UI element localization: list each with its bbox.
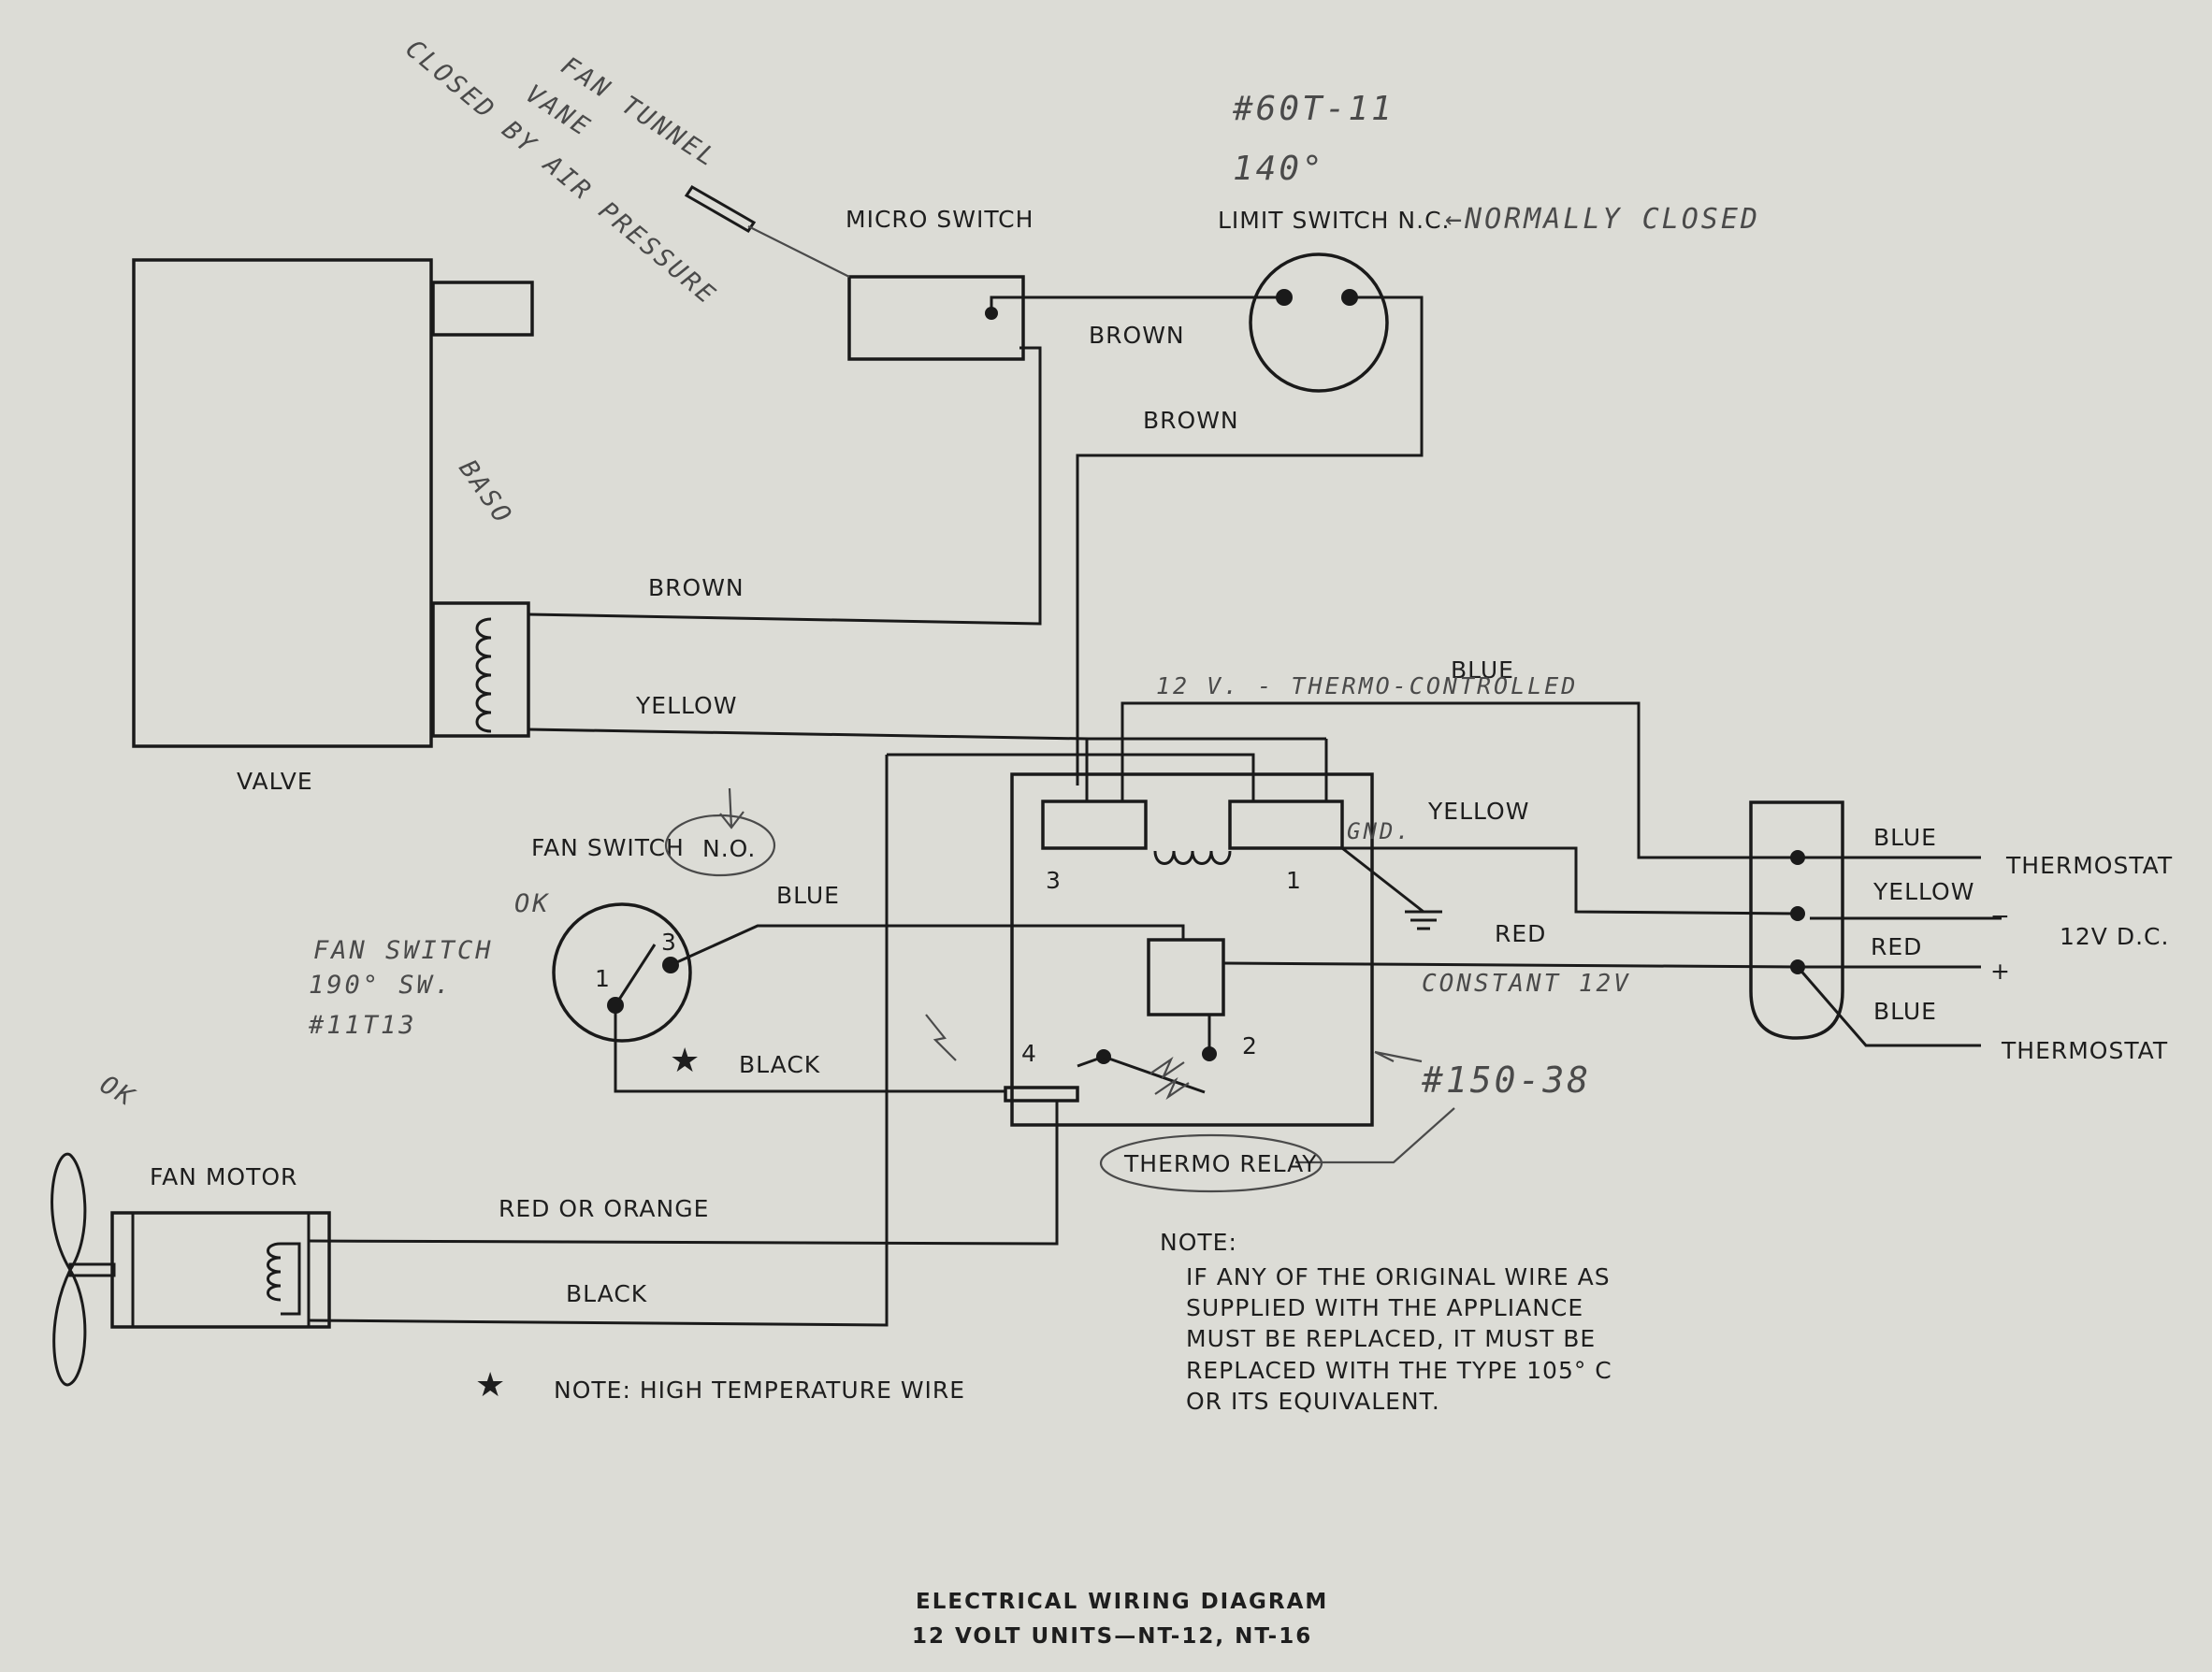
terminal-strip <box>1749 800 1844 1040</box>
note-line-1: IF ANY OF THE ORIGINAL WIRE AS <box>1186 1263 1611 1290</box>
thermo-relay-label: THERMO RELAY <box>1123 1150 1318 1177</box>
supply-label: 12V D.C. <box>2060 923 2169 950</box>
note-line-2: SUPPLIED WITH THE APPLIANCE <box>1186 1294 1583 1321</box>
relay-heater-block <box>1147 938 1225 1016</box>
diagram-title-line-2: 12 VOLT UNITS—NT-12, NT-16 <box>912 1624 1312 1649</box>
relay-terminal-3-label: 3 <box>1046 867 1062 894</box>
handnote-part-relay: #150-38 <box>1421 1059 1591 1101</box>
limit-switch-label: LIMIT SWITCH N.C. <box>1218 207 1450 234</box>
supply-minus: − <box>1990 902 2011 930</box>
diagram-title-line-1: ELECTRICAL WIRING DIAGRAM <box>916 1590 1328 1614</box>
fan-motor-label: FAN MOTOR <box>150 1163 297 1190</box>
wire-label-brown-3: BROWN <box>648 574 745 601</box>
limit-switch-body <box>1249 252 1389 393</box>
wire-label-black-motor: BLACK <box>566 1280 647 1307</box>
high-temp-note: NOTE: HIGH TEMPERATURE WIRE <box>554 1377 965 1404</box>
thermo-relay-frame <box>1010 772 1374 1127</box>
wire-label-blue-relay: BLUE <box>1451 656 1514 684</box>
relay-terminal-1-label: 1 <box>1286 867 1302 894</box>
wire-label-brown-1: BROWN <box>1089 322 1185 349</box>
handnote-temp-limit: 140° <box>1233 150 1325 188</box>
handnote-fan-switch-2: 190° SW. <box>309 971 453 1000</box>
handnote-ok-2: OK <box>95 1070 141 1113</box>
valve-coil-housing <box>431 601 530 738</box>
note-line-5: OR ITS EQUIVALENT. <box>1186 1388 1440 1415</box>
fan-switch-label: FAN SWITCH <box>531 834 685 861</box>
micro-switch-box <box>847 275 1025 361</box>
handnote-baso: BASO <box>453 454 518 530</box>
wire-label-yellow-valve: YELLOW <box>635 692 737 719</box>
valve-label: VALVE <box>237 768 313 795</box>
wire-label-red-or-orange: RED OR ORANGE <box>499 1195 709 1222</box>
vane-blade <box>684 184 757 234</box>
thermostat-bottom-label: THERMOSTAT <box>2001 1037 2168 1064</box>
coil-icon <box>475 617 492 733</box>
thermostat-top-label: THERMOSTAT <box>2005 852 2173 879</box>
fan-switch-body <box>552 902 692 1043</box>
handnote-fan-switch-1: FAN SWITCH <box>313 936 494 965</box>
valve-body <box>132 258 433 748</box>
handnote-ok-1: OK <box>514 889 551 918</box>
handnote-part-limit: #60T-11 <box>1232 90 1395 128</box>
relay-coil <box>1153 850 1232 865</box>
wire-label-black-fan: BLACK <box>739 1051 820 1078</box>
handnote-gnd: GND. <box>1347 818 1412 844</box>
term-label-red: RED <box>1871 933 1922 960</box>
term-label-blue-1: BLUE <box>1873 824 1937 851</box>
fan-blade-icon <box>51 1152 87 1387</box>
note-line-3: MUST BE REPLACED, IT MUST BE <box>1186 1325 1596 1352</box>
relay-terminal-4 <box>1004 1086 1079 1103</box>
wire-label-blue-fan: BLUE <box>776 882 840 909</box>
handnote-thermo-controlled: 12 V. - THERMO-CONTROLLED <box>1156 672 1578 699</box>
note-line-4: REPLACED WITH THE TYPE 105° C <box>1186 1357 1612 1384</box>
supply-plus: + <box>1990 958 2011 985</box>
star-icon: ★ <box>475 1366 505 1405</box>
term-label-yellow: YELLOW <box>1872 878 1974 905</box>
handnote-normally-closed: ←NORMALLY CLOSED <box>1445 203 1760 236</box>
relay-contact-1 <box>1228 800 1344 850</box>
handnote-constant: CONSTANT 12V <box>1422 970 1631 998</box>
coil-icon <box>267 1242 282 1302</box>
micro-switch-label: MICRO SWITCH <box>846 206 1034 233</box>
relay-terminal-4-label: 4 <box>1021 1040 1037 1067</box>
fan-switch-no-label: N.O. <box>702 835 756 862</box>
relay-terminal-2-label: 2 <box>1242 1032 1258 1059</box>
fan-switch-terminal-3: 3 <box>661 929 677 956</box>
wire-label-red: RED <box>1495 920 1546 947</box>
handnote-fan-switch-3: #11T13 <box>308 1011 417 1040</box>
ground-icon <box>1341 846 1442 930</box>
fan-motor-body <box>110 1211 331 1329</box>
wire-network <box>308 295 2002 1327</box>
valve-stub <box>431 281 534 337</box>
star-icon: ★ <box>670 1042 700 1080</box>
wire-label-yellow-relay: YELLOW <box>1427 798 1529 825</box>
fan-switch-terminal-1: 1 <box>595 965 611 992</box>
note-heading: NOTE: <box>1160 1229 1237 1256</box>
wire-label-brown-2: BROWN <box>1143 407 1239 434</box>
term-label-blue-2: BLUE <box>1873 998 1937 1025</box>
relay-contact-3 <box>1041 800 1148 850</box>
